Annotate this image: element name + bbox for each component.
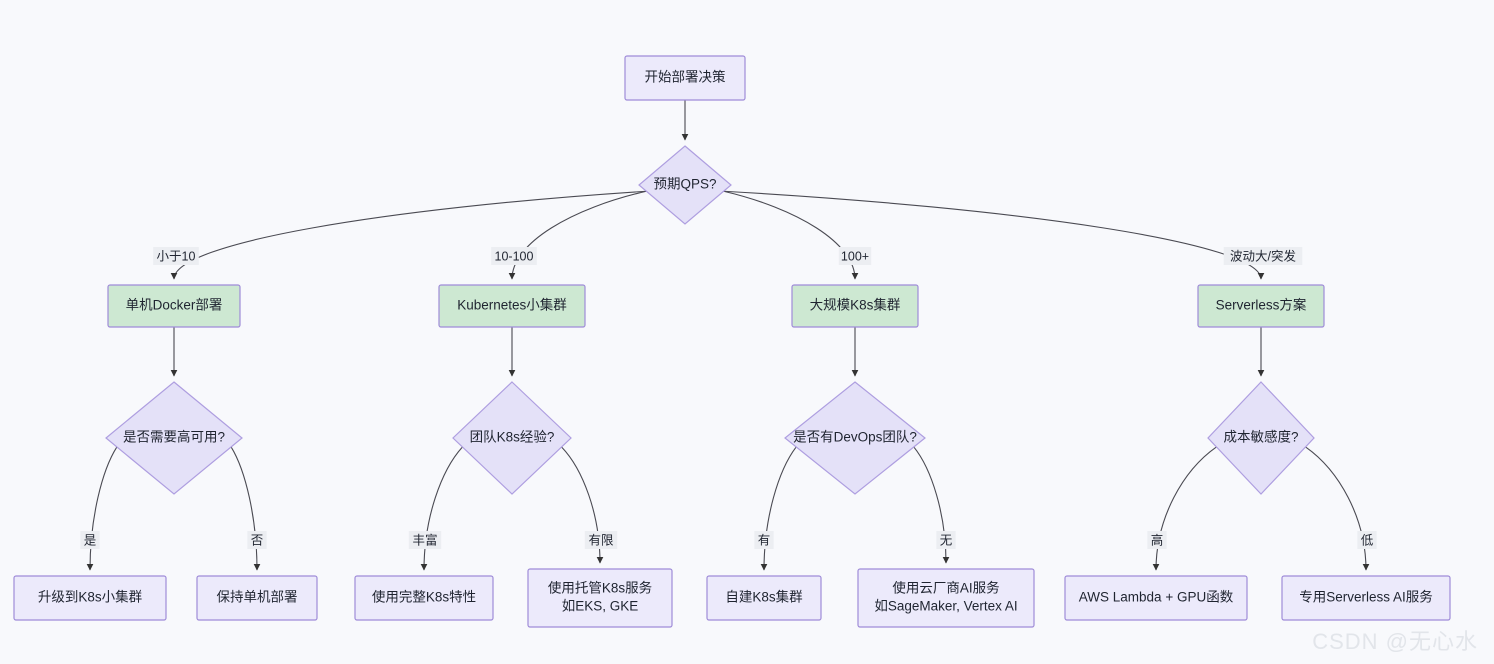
edge-labels-layer: 小于10 10-100 100+ 波动大/突发是 否 丰富 有限 有 无 高 低 [80,247,1377,549]
edge-label: 是 [80,531,100,549]
node-label: 使用托管K8s服务 [548,580,652,596]
edge-label: 有限 [584,531,618,549]
node-label: 自建K8s集群 [725,590,803,605]
node-label: Kubernetes小集群 [457,298,567,313]
edges-layer [86,100,1370,571]
svg-text:是: 是 [84,533,97,547]
edge-label: 低 [1357,531,1377,549]
node-leaf8[interactable]: 专用Serverless AI服务 [1281,575,1451,621]
watermark: CSDN @无心水 [1312,629,1478,654]
edge-ha-to-leaf1 [86,446,118,571]
node-start[interactable]: 开始部署决策 [624,55,746,101]
edge-label: 丰富 [408,531,442,549]
svg-text:100+: 100+ [841,249,869,263]
node-leaf2[interactable]: 保持单机部署 [196,575,318,621]
node-label: 如EKS, GKE [562,599,639,614]
node-leaf5[interactable]: 自建K8s集群 [706,575,822,621]
node-exp[interactable]: 团队K8s经验? [452,381,572,495]
node-ha[interactable]: 是否需要高可用? [105,381,243,495]
edge-qps-to-docker [170,190,647,280]
node-leaf7[interactable]: AWS Lambda + GPU函数 [1064,575,1248,621]
node-label: 成本敏感度? [1223,429,1298,445]
edge-label: 10-100 [491,247,537,265]
node-k8s-large[interactable]: 大规模K8s集群 [791,284,919,328]
node-label: 是否有DevOps团队? [793,430,917,445]
edge-devops-to-leaf5 [760,446,797,571]
edge-cost-to-leaf8 [1305,446,1370,571]
edge-qps-to-serverless [723,190,1265,280]
edge-exp-to-leaf3 [420,446,463,571]
edge-qps-to-k8s-small [508,190,647,280]
edge-label: 有 [754,531,774,549]
node-label: 预期QPS? [653,177,716,192]
node-label: 大规模K8s集群 [810,298,901,313]
node-leaf1[interactable]: 升级到K8s小集群 [13,575,167,621]
node-label: 如SageMaker, Vertex AI [874,599,1017,614]
svg-text:低: 低 [1361,533,1374,547]
node-label: 专用Serverless AI服务 [1299,590,1433,605]
edge-label: 小于10 [153,247,199,265]
edge-label: 否 [247,531,267,549]
node-label: Serverless方案 [1216,297,1307,313]
node-label: 升级到K8s小集群 [38,590,143,605]
svg-text:有: 有 [758,533,771,547]
svg-text:10-100: 10-100 [495,249,534,263]
edge-qps-to-k8s-large [723,190,859,280]
svg-text:有限: 有限 [588,533,614,547]
edge-label: 无 [936,531,956,549]
node-label: 开始部署决策 [645,69,726,85]
edge-label: 波动大/突发 [1223,247,1303,265]
node-label: 使用完整K8s特性 [372,589,476,605]
node-label: AWS Lambda + GPU函数 [1079,590,1234,605]
node-label: 保持单机部署 [217,590,298,605]
node-cost[interactable]: 成本敏感度? [1207,381,1315,495]
edge-label: 100+ [838,247,872,265]
svg-text:丰富: 丰富 [412,532,437,547]
node-serverless[interactable]: Serverless方案 [1197,284,1325,328]
node-label: 是否需要高可用? [123,429,225,445]
svg-text:波动大/突发: 波动大/突发 [1230,248,1296,263]
node-devops[interactable]: 是否有DevOps团队? [784,381,926,495]
node-leaf3[interactable]: 使用完整K8s特性 [354,575,494,621]
svg-text:否: 否 [251,533,264,547]
svg-text:高: 高 [1151,532,1164,547]
node-label: 使用云厂商AI服务 [892,580,999,596]
node-docker[interactable]: 单机Docker部署 [107,284,241,328]
svg-text:无: 无 [940,533,953,547]
node-label: 团队K8s经验? [470,430,555,445]
edge-cost-to-leaf7 [1152,446,1217,571]
node-k8s-small[interactable]: Kubernetes小集群 [438,284,586,328]
svg-text:小于10: 小于10 [157,249,196,263]
node-qps[interactable]: 预期QPS? [638,145,732,225]
edge-ha-to-leaf2 [230,446,261,571]
node-label: 单机Docker部署 [126,298,223,313]
edge-label: 高 [1147,531,1167,549]
